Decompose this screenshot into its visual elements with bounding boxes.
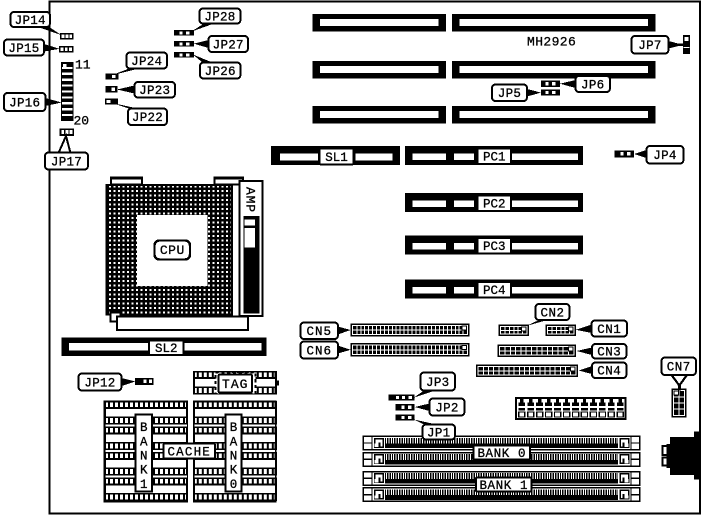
svg-text:JP14: JP14 <box>15 14 46 28</box>
svg-text:JP23: JP23 <box>139 84 170 98</box>
svg-text:CN1: CN1 <box>597 323 621 337</box>
svg-text:JP16: JP16 <box>9 96 40 110</box>
svg-text:CN2: CN2 <box>540 306 564 320</box>
svg-text:CN7: CN7 <box>667 361 691 375</box>
svg-text:PC3: PC3 <box>483 240 506 254</box>
svg-text:A: A <box>230 435 238 449</box>
svg-text:PC1: PC1 <box>483 151 506 165</box>
svg-text:JP17: JP17 <box>51 155 82 169</box>
svg-text:1: 1 <box>140 478 148 492</box>
svg-text:JP22: JP22 <box>132 111 163 125</box>
svg-text:N: N <box>230 450 238 464</box>
svg-text:CACHE: CACHE <box>167 445 211 459</box>
svg-text:CN5: CN5 <box>306 325 332 339</box>
svg-text:CPU: CPU <box>160 243 185 258</box>
svg-text:11: 11 <box>75 58 91 73</box>
svg-text:CN6: CN6 <box>306 344 332 358</box>
svg-text:20: 20 <box>74 114 90 129</box>
svg-text:BANK 0: BANK 0 <box>477 447 526 461</box>
svg-text:JP4: JP4 <box>653 149 676 163</box>
svg-text:JP6: JP6 <box>581 78 604 92</box>
svg-text:CN4: CN4 <box>597 365 621 379</box>
svg-text:JP28: JP28 <box>204 10 235 24</box>
svg-text:BANK 1: BANK 1 <box>479 479 528 493</box>
svg-text:JP2: JP2 <box>435 401 458 415</box>
svg-text:MH2926: MH2926 <box>527 35 576 50</box>
svg-text:JP5: JP5 <box>498 87 521 101</box>
svg-text:PC2: PC2 <box>483 198 506 212</box>
svg-text:K: K <box>140 464 148 478</box>
svg-text:SL2: SL2 <box>155 342 178 356</box>
svg-text:B: B <box>230 421 238 435</box>
svg-text:K: K <box>230 464 238 478</box>
svg-text:JP15: JP15 <box>8 42 39 56</box>
svg-text:JP3: JP3 <box>426 376 449 390</box>
svg-text:JP12: JP12 <box>84 376 115 390</box>
svg-text:AMP: AMP <box>243 187 258 213</box>
svg-text:PC4: PC4 <box>483 284 506 298</box>
svg-text:CN3: CN3 <box>597 346 621 360</box>
svg-text:JP26: JP26 <box>205 65 236 79</box>
svg-text:JP27: JP27 <box>213 38 244 52</box>
svg-text:B: B <box>140 421 148 435</box>
svg-text:JP24: JP24 <box>131 55 162 69</box>
svg-text:A: A <box>140 435 148 449</box>
svg-text:TAG: TAG <box>222 377 248 392</box>
svg-text:SL1: SL1 <box>325 151 348 165</box>
svg-text:N: N <box>140 450 148 464</box>
svg-text:JP1: JP1 <box>427 426 450 440</box>
svg-text:JP7: JP7 <box>638 39 661 53</box>
svg-text:0: 0 <box>230 478 238 492</box>
